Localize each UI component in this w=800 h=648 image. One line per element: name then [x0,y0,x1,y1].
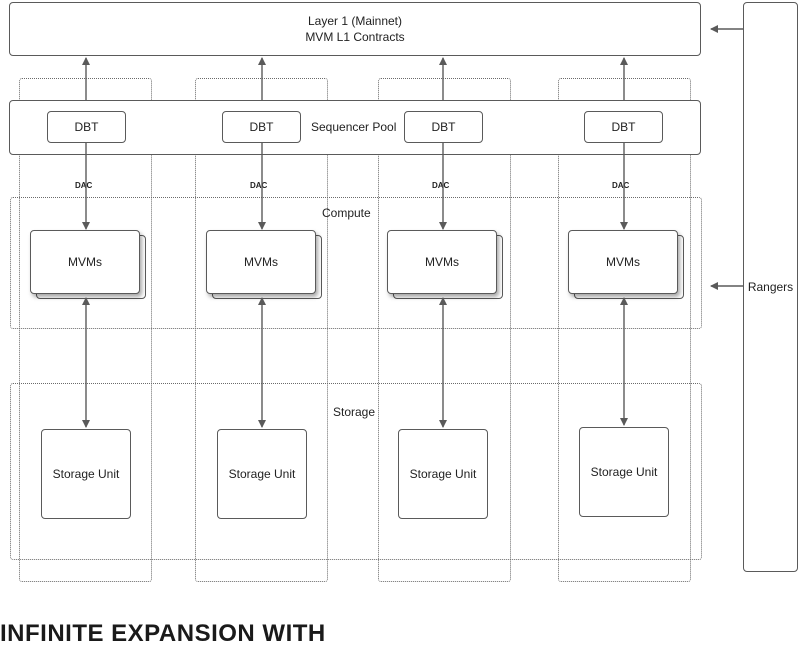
dbt-label-3: DBT [431,120,456,134]
storage-region [10,383,702,560]
storage-unit-label-1: Storage Unit [52,467,120,481]
dbt-label-4: DBT [611,120,636,134]
mvm-label-2: MVMs [244,255,278,269]
dbt-box-2: DBT [222,111,301,143]
storage-unit-2: Storage Unit [217,429,307,519]
mvm-box-2: MVMs [206,230,316,294]
mvm-box-4: MVMs [568,230,678,294]
sequencer-pool-label: Sequencer Pool [311,120,397,134]
storage-unit-label-3: Storage Unit [409,467,477,481]
rangers-box: Rangers [743,2,798,572]
dac-label-2: DAC [250,181,268,190]
layer1-title: Layer 1 (Mainnet) [307,14,403,28]
dac-label-4: DAC [612,181,630,190]
storage-unit-label-4: Storage Unit [590,465,658,479]
dbt-box-4: DBT [584,111,663,143]
mvm-label-1: MVMs [68,255,102,269]
dbt-box-1: DBT [47,111,126,143]
rangers-label: Rangers [747,280,794,294]
layer1-box: Layer 1 (Mainnet) MVM L1 Contracts [9,2,701,56]
column-frame-3 [378,78,511,582]
mvm-label-3: MVMs [425,255,459,269]
mvm-box-3: MVMs [387,230,497,294]
mvm-label-4: MVMs [606,255,640,269]
compute-label: Compute [322,206,371,220]
storage-unit-1: Storage Unit [41,429,131,519]
layer1-subtitle: MVM L1 Contracts [305,30,405,44]
caption-heading: INFINITE EXPANSION WITH [0,620,326,647]
compute-region [10,197,702,329]
mvm-box-1: MVMs [30,230,140,294]
dbt-label-1: DBT [74,120,99,134]
storage-unit-3: Storage Unit [398,429,488,519]
storage-unit-label-2: Storage Unit [228,467,296,481]
dac-label-1: DAC [75,181,93,190]
storage-unit-4: Storage Unit [579,427,669,517]
dac-label-3: DAC [432,181,450,190]
dbt-box-3: DBT [404,111,483,143]
dbt-label-2: DBT [249,120,274,134]
storage-label: Storage [333,405,376,419]
